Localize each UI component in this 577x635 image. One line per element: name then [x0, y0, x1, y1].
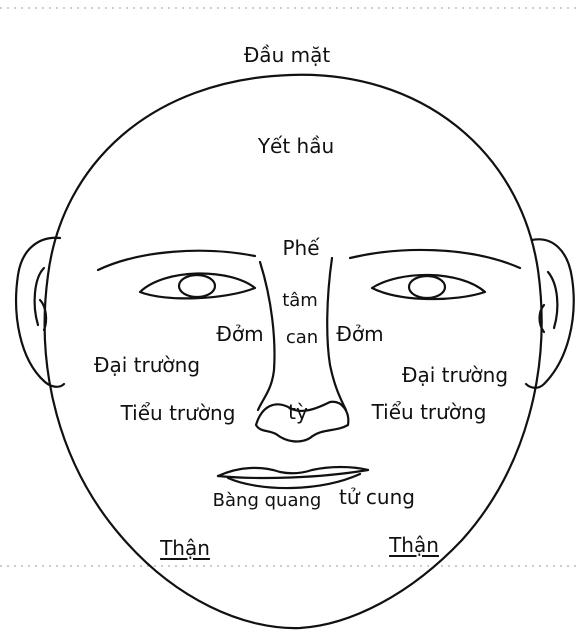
nose-right-line — [326, 256, 348, 412]
left-eyebrow — [96, 249, 257, 272]
label-tu-cung: tử cung — [339, 485, 415, 509]
label-yet-hau: Yết hầu — [257, 134, 335, 158]
right-eye — [370, 273, 487, 301]
label-than-left: Thận — [160, 536, 210, 560]
left-ear-inner — [33, 266, 48, 332]
nose-tip — [254, 400, 350, 443]
mouth-line — [216, 468, 370, 480]
mouth-upper-lip — [216, 465, 370, 478]
label-tieu-truong-left: Tiểu trường — [120, 401, 236, 425]
label-dom-right: Đởm — [336, 322, 384, 346]
label-tieu-truong-right: Tiểu trường — [371, 400, 487, 424]
label-phe: Phế — [282, 236, 320, 260]
label-dai-truong-right: Đại trường — [401, 363, 509, 387]
mouth-lower-lip — [226, 472, 362, 490]
label-dom-left: Đởm — [216, 322, 264, 346]
label-dai-truong-left: Đại trường — [93, 353, 201, 377]
label-bang-quang: Bàng quang — [212, 490, 322, 511]
label-tam: tâm — [282, 290, 318, 311]
right-ear-inner — [538, 270, 559, 334]
left-eye — [138, 272, 257, 300]
left-ear — [15, 236, 66, 388]
left-pupil — [177, 273, 217, 299]
right-ear — [524, 238, 575, 389]
label-can: can — [285, 327, 319, 348]
label-dau-mat: Đầu mặt — [243, 43, 331, 67]
label-than-right: Thận — [389, 533, 439, 557]
label-ty: tỳ — [288, 400, 308, 424]
right-pupil — [407, 274, 447, 300]
nose-left-line — [256, 260, 276, 412]
right-eyebrow — [348, 248, 522, 270]
